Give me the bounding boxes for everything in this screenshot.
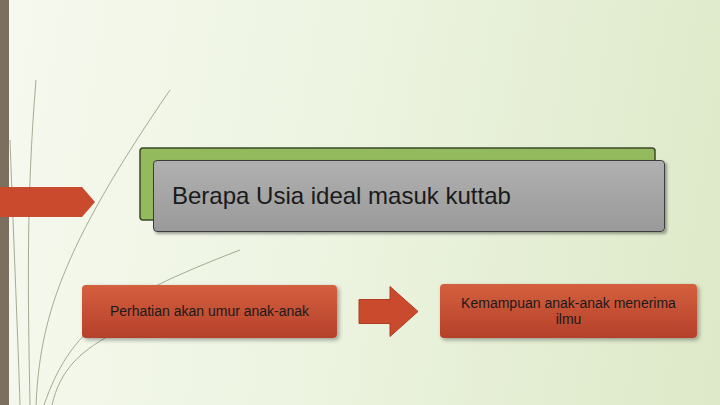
title-box: Berapa Usia ideal masuk kuttab bbox=[153, 160, 665, 232]
decor-line bbox=[28, 80, 36, 405]
text-stack: Berapa Usia ideal masuk kuttab bbox=[172, 182, 511, 210]
decor-line bbox=[10, 140, 20, 405]
text-stack: Kemampuan anak-anak menerima ilmu bbox=[450, 295, 687, 327]
decor-line bbox=[52, 330, 120, 405]
box-text: Perhatian akan umur anak-anak bbox=[110, 303, 309, 319]
process-box: Perhatian akan umur anak-anak bbox=[82, 285, 337, 338]
text-stack: Perhatian akan umur anak-anak bbox=[110, 303, 309, 319]
process-box: Kemampuan anak-anak menerima ilmu bbox=[440, 284, 697, 338]
box-text: Kemampuan anak-anak menerima ilmu bbox=[450, 295, 687, 327]
decor-lines bbox=[10, 80, 240, 405]
block-arrow bbox=[359, 287, 418, 337]
side-arrow bbox=[0, 187, 95, 217]
heading-text: Berapa Usia ideal masuk kuttab bbox=[172, 182, 511, 210]
decor-line bbox=[36, 90, 170, 405]
